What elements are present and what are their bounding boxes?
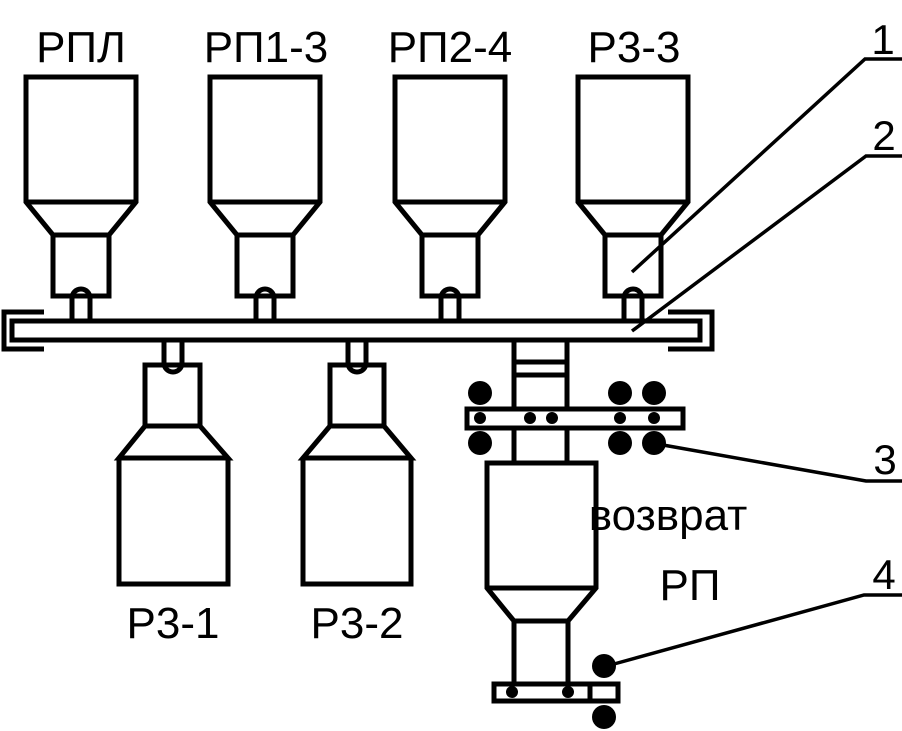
callout-4: 4 — [613, 551, 902, 666]
callout-number: 2 — [872, 112, 895, 159]
return-column — [511, 340, 570, 463]
top-hopper-label: РПЛ — [36, 23, 126, 72]
bottom-hopper-r3-1: Р3-1 — [113, 340, 234, 648]
callout-1: 1 — [630, 16, 902, 274]
top-hopper-label: РП1-3 — [204, 23, 329, 72]
callout-number: 4 — [872, 551, 895, 598]
bottom-hopper-label: Р3-2 — [311, 599, 404, 648]
bottom-hopper-label: Р3-1 — [127, 599, 220, 648]
callout-3: 3 — [662, 436, 902, 483]
return-hopper: возврат РП — [484, 460, 748, 729]
top-hopper-r3-3: Р3-3 — [575, 23, 691, 320]
right-bracket — [668, 309, 715, 352]
callout-number: 3 — [873, 436, 896, 483]
callout-3-target — [642, 431, 666, 455]
top-hopper-label: Р3-3 — [588, 23, 681, 72]
distribution-plate — [464, 381, 686, 455]
bottom-hopper-r3-2: Р3-2 — [297, 340, 417, 648]
top-hopper-rp1-3: РП1-3 — [204, 23, 329, 320]
top-hopper-label: РП2-4 — [388, 23, 513, 72]
callout-number: 1 — [871, 16, 894, 63]
callout-4-target — [592, 654, 616, 678]
conveyor-bar — [1, 309, 715, 352]
top-hopper-rpl: РПЛ — [23, 23, 139, 320]
return-hopper-label-2: РП — [660, 561, 721, 610]
return-hopper-label-1: возврат — [589, 491, 748, 540]
callout-2: 2 — [630, 112, 902, 333]
left-bracket — [1, 309, 44, 352]
top-hopper-rp2-4: РП2-4 — [388, 23, 513, 320]
